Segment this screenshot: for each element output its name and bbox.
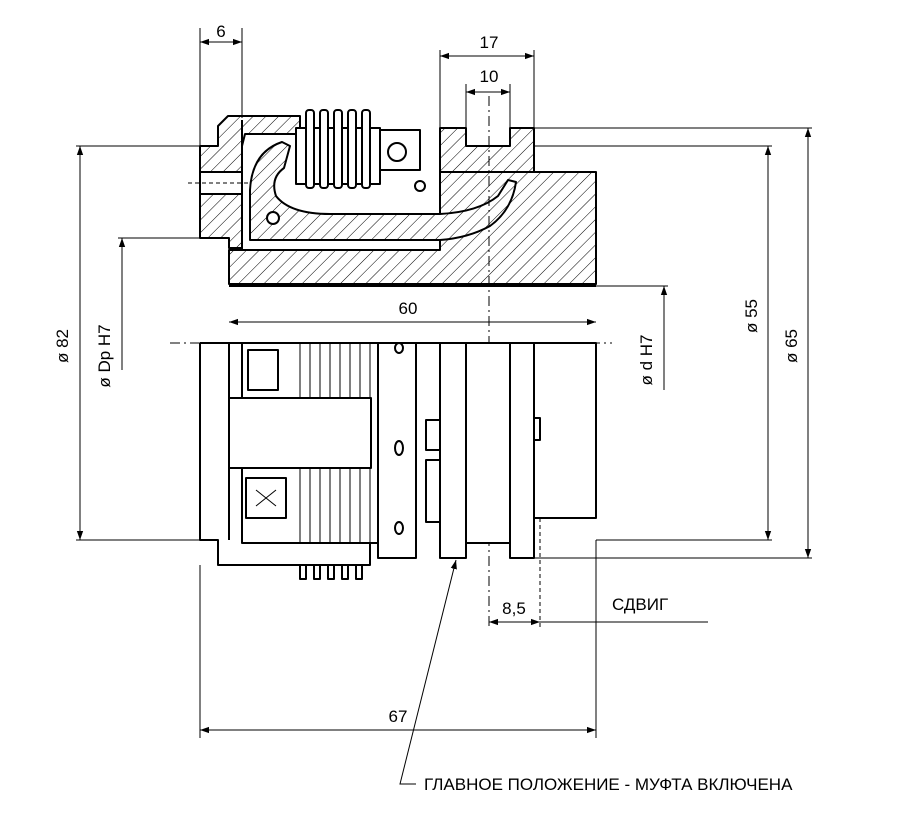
dim-60-label: 60 <box>399 299 418 318</box>
lower-exterior-view <box>199 342 597 628</box>
shift-collar-section <box>439 127 535 173</box>
dim-65-label: ø 65 <box>782 329 801 363</box>
shift-label: СДВИГ <box>612 595 668 614</box>
dim-10-label: 10 <box>480 67 499 86</box>
dim-82-label: ø 82 <box>53 329 72 363</box>
dim-dp-label: ø Dp H7 <box>95 324 114 387</box>
flange-bolt-hole <box>199 171 243 195</box>
dim-17-label: 17 <box>480 33 499 52</box>
dim-d-label: ø d H7 <box>637 334 656 385</box>
dim-67-label: 67 <box>389 707 408 726</box>
spring-coils <box>295 109 426 192</box>
main-position-label: ГЛАВНОЕ ПОЛОЖЕНИЕ - МУФТА ВКЛЮЧЕНА <box>424 775 793 794</box>
spring-housing-view <box>228 342 379 544</box>
dim-8-5-label: 8,5 <box>502 599 526 618</box>
shift-collar-view <box>439 342 467 559</box>
upper-section-view <box>188 109 597 287</box>
latch-hook <box>249 141 517 241</box>
dimension-lines <box>76 28 812 785</box>
dim-55-label: ø 55 <box>742 299 761 333</box>
dim-6-label: 6 <box>216 22 225 41</box>
